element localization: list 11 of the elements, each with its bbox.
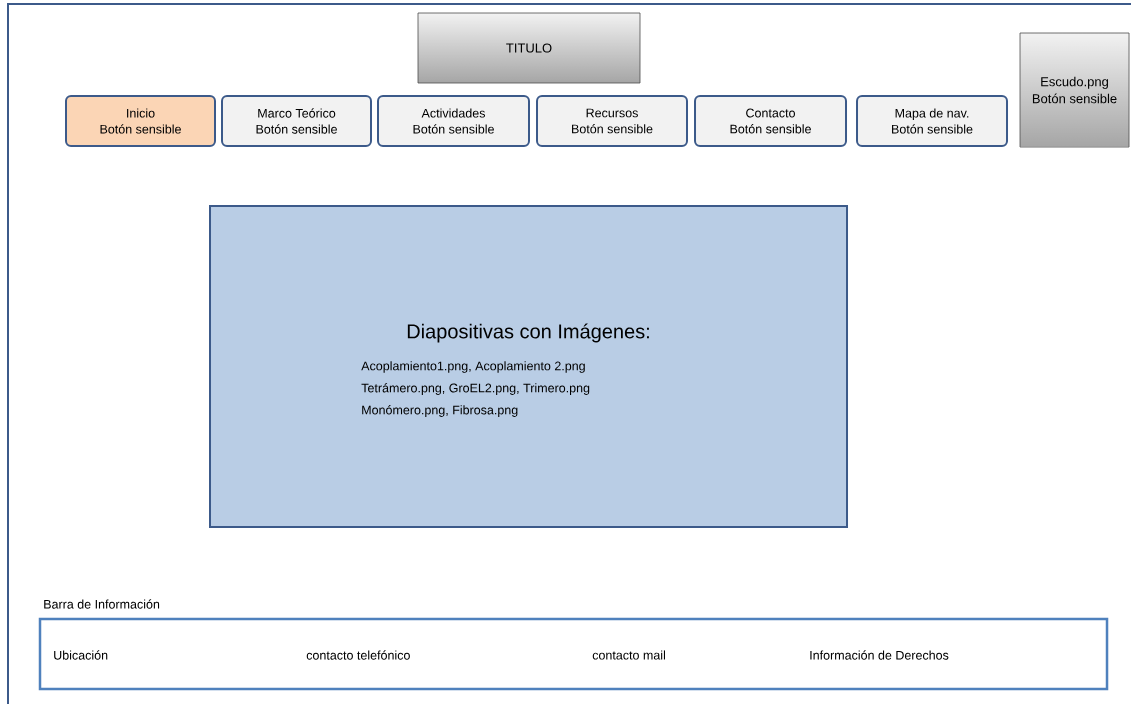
slideshow-panel: Diapositivas con Imágenes: Acoplamiento1.png, Acoplamiento 2.png Tetrámero.png, GroEL2.png, Trimero.png Monómero.png, Fibrosa.png xyxy=(209,205,848,528)
info-bar: Barra de Información Ubicación contacto telefónico contacto mail Información de Derechos xyxy=(38,599,1109,691)
image-button: Escudo.png Botón sensible xyxy=(1019,32,1130,148)
node-label: Barra de Información xyxy=(44,599,160,609)
title-box: TITULO xyxy=(417,12,641,84)
nav-button: Actividades Botón sensible xyxy=(377,95,530,147)
nav-button: Contacto Botón sensible xyxy=(694,95,847,147)
nav-button: Marco Teórico Botón sensible xyxy=(221,95,372,147)
nav-button: Inicio Botón sensible xyxy=(65,95,216,147)
nav-button: Mapa de nav. Botón sensible xyxy=(856,95,1008,147)
nav-button: Recursos Botón sensible xyxy=(536,95,688,147)
